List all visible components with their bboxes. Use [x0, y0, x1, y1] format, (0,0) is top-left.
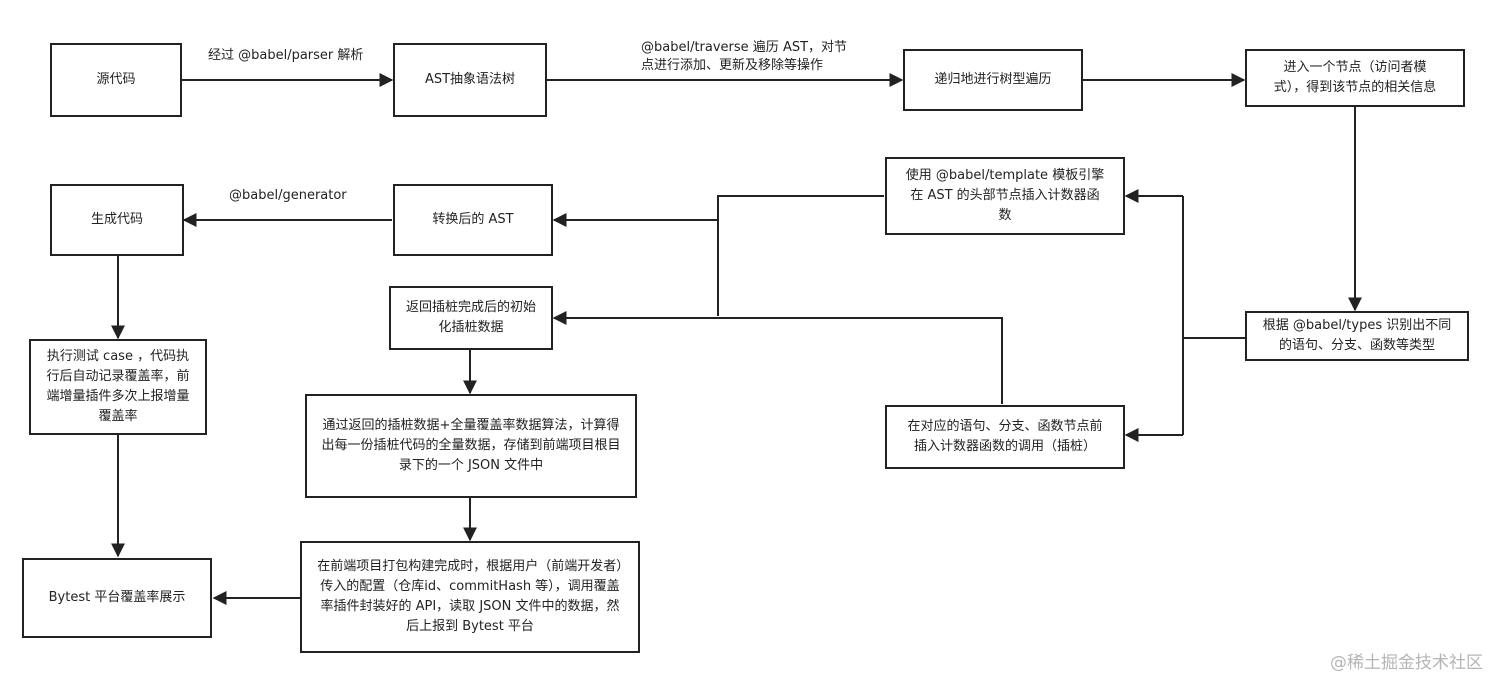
node-run-tests: 执行测试 case ，代码执行后自动记录覆盖率，前端增量插件多次上报增量覆盖率	[29, 339, 207, 435]
watermark: @稀土掘金技术社区	[1330, 653, 1483, 673]
node-compute-full-data: 通过返回的插桩数据+全量覆盖率数据算法，计算得出每一份插桩代码的全量数据，存储到…	[305, 394, 637, 498]
node-source-code: 源代码	[50, 43, 182, 117]
label-babel-traverse-line1: @babel/traverse 遍历 AST，对节	[641, 40, 848, 55]
node-bytest-display: Bytest 平台覆盖率展示	[22, 558, 212, 638]
node-return-instrument-data: 返回插桩完成后的初始化插桩数据	[389, 286, 553, 350]
edge-insert-return	[552, 311, 1003, 404]
label-babel-traverse-line2: 点进行添加、更新及移除等操作	[641, 58, 824, 73]
node-enter-node: 进入一个节点（访问者模式），得到该节点的相关信息	[1245, 49, 1465, 107]
node-babel-types: 根据 @babel/types 识别出不同的语句、分支、函数等类型	[1245, 311, 1469, 361]
node-babel-template: 使用 @babel/template 模板引擎在 AST 的头部节点插入计数器函…	[885, 157, 1125, 235]
node-transformed-ast: 转换后的 AST	[393, 184, 553, 256]
label-babel-generator: @babel/generator	[229, 188, 347, 203]
node-generate-code: 生成代码	[50, 184, 184, 256]
node-report-bytest: 在前端项目打包构建完成时，根据用户（前端开发者）传入的配置（仓库id、commi…	[300, 541, 640, 653]
node-recursive-traversal: 递归地进行树型遍历	[903, 49, 1083, 111]
node-ast: AST抽象语法树	[393, 43, 547, 117]
node-insert-counter-calls: 在对应的语句、分支、函数节点前插入计数器函数的调用（插桩）	[885, 405, 1125, 469]
label-babel-parser: 经过 @babel/parser 解析	[208, 48, 364, 63]
